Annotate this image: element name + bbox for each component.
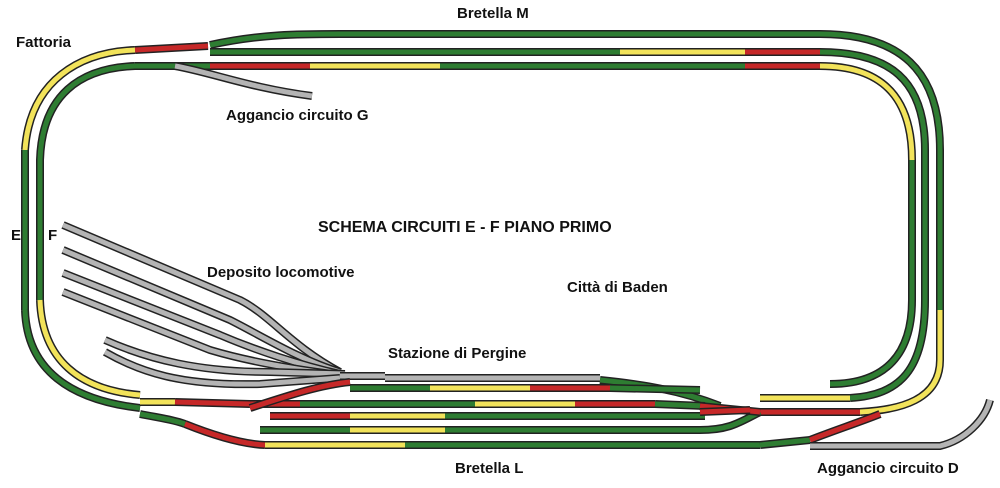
track-e-left-curve-top-yellow — [22, 47, 136, 151]
circuit-f-inner-loop — [36, 48, 929, 402]
track-f-right-curve — [819, 49, 928, 300]
label-citta: Città di Baden — [567, 279, 668, 296]
stn-row2-green-b — [654, 401, 706, 409]
track-e-right-curve-bottom — [859, 359, 943, 415]
track-e-top-green — [209, 31, 820, 48]
label-circuit-e: E — [11, 227, 22, 244]
circuit-e-outer-loop — [21, 30, 944, 416]
track-in-right-bottom-curve — [829, 299, 915, 387]
track-in-right-yellow-curve-outline — [819, 62, 916, 161]
bretella-l-red — [184, 421, 266, 448]
stazione-area — [140, 374, 762, 434]
track-d-red — [809, 411, 881, 443]
track-d-green — [759, 437, 811, 448]
stn-row1-green-b — [609, 385, 701, 393]
stn-join-red-c — [699, 407, 751, 415]
track-f-left-curve — [37, 63, 136, 300]
track-f-left-curve-bottom-y — [37, 299, 141, 398]
aggancio-g-spur — [174, 62, 313, 100]
stn-join-red-a — [249, 379, 351, 411]
siding-5 — [103, 337, 346, 377]
track-in-right-bottom-curve-outline — [829, 299, 916, 388]
innermost-loop — [135, 62, 916, 388]
track-e-right-curve-top — [819, 31, 943, 310]
bretella-l — [139, 410, 760, 449]
label-stazione: Stazione di Pergine — [388, 345, 527, 362]
diagram-title: SCHEMA CIRCUITI E - F PIANO PRIMO — [318, 219, 612, 236]
label-aggancio-d: Aggancio circuito D — [817, 460, 959, 477]
siding-6 — [103, 349, 341, 387]
track-d-gray — [810, 399, 993, 449]
deposito-sidings — [61, 221, 385, 389]
label-bretella-m: Bretella M — [457, 5, 529, 22]
track-f-right-curve-bottom — [849, 299, 928, 401]
track-e-left-curve-bottom — [22, 309, 141, 411]
label-bretella-l: Bretella L — [455, 460, 524, 477]
label-fattoria: Fattoria — [16, 34, 72, 51]
track-e-top-red-1 — [134, 43, 209, 53]
track-in-right-yellow-curve — [819, 63, 915, 161]
label-circuit-f: F — [48, 227, 58, 244]
aggancio-d-spur — [759, 398, 994, 450]
label-aggancio-g: Aggancio circuito G — [226, 107, 369, 124]
stn-left-red — [174, 399, 251, 407]
bretella-l-green-a — [139, 411, 186, 427]
label-deposito: Deposito locomotive — [207, 264, 355, 281]
track-g-spur — [174, 63, 313, 99]
